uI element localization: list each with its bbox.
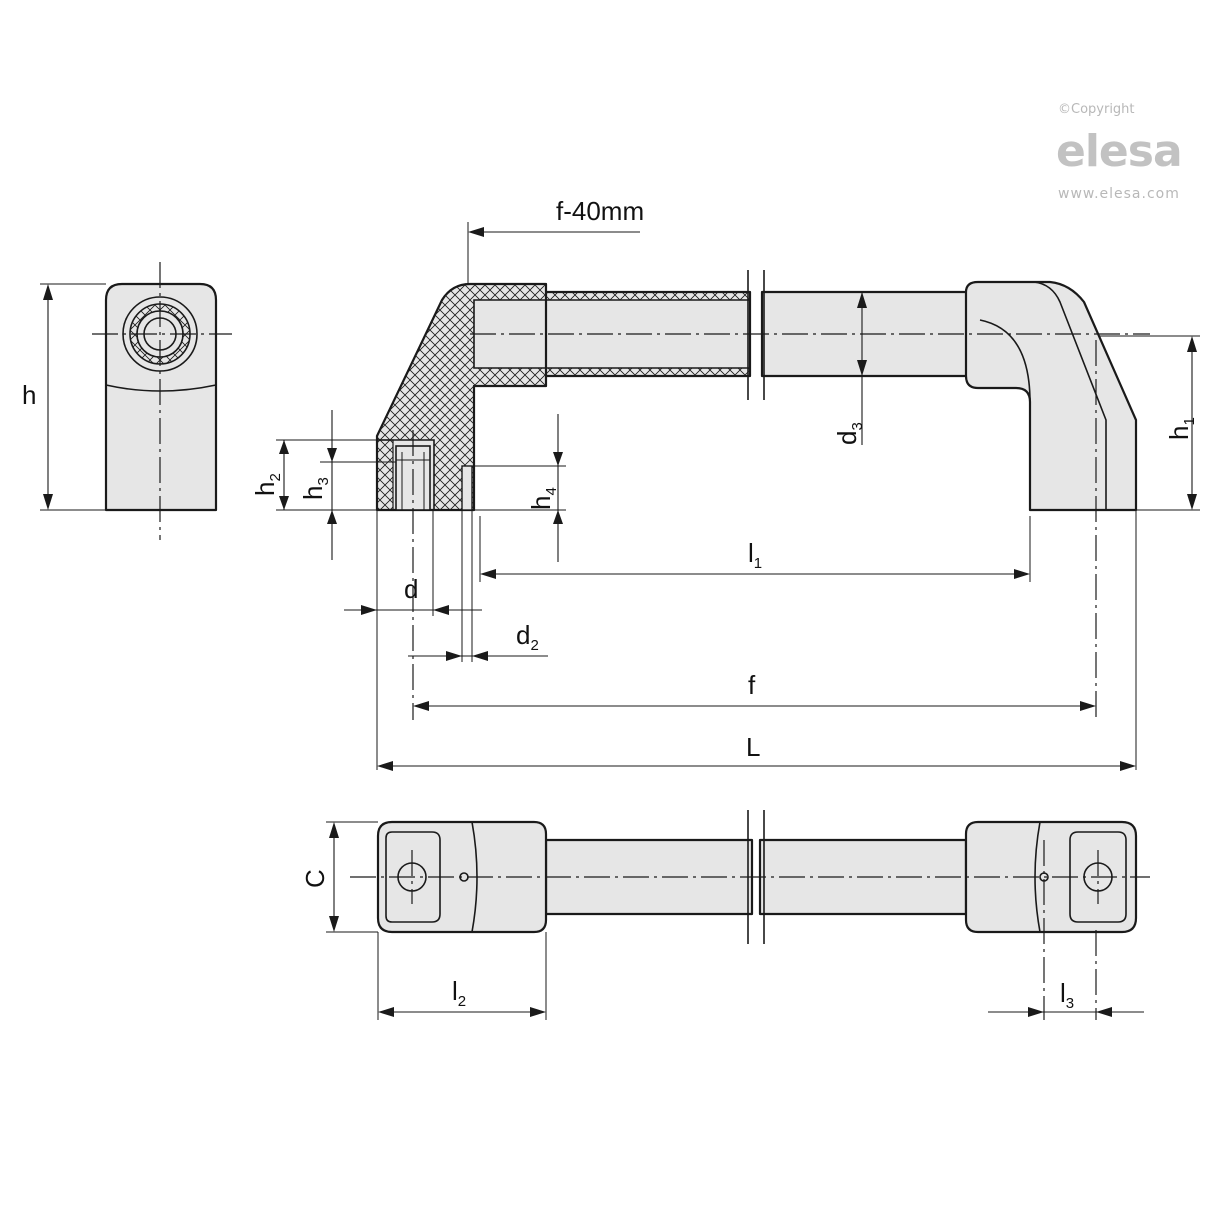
dim-l2: l2 — [377, 932, 547, 1020]
dim-d: d — [344, 510, 482, 770]
label-h1: h — [1164, 426, 1194, 440]
website-url: www.elesa.com — [1058, 186, 1180, 202]
label-h: h — [22, 380, 36, 410]
svg-text:l3: l3 — [1060, 978, 1074, 1012]
copyright-text: ©Copyright — [1058, 102, 1135, 117]
label-C: C — [300, 869, 330, 888]
label-d2: d — [516, 620, 530, 650]
dim-h2-h3: h2 h3 — [250, 410, 396, 560]
front-view — [375, 270, 1150, 720]
top-view — [350, 810, 1150, 1020]
svg-text:l2: l2 — [452, 976, 466, 1010]
dim-d3: d3 — [832, 292, 867, 445]
label-d3: d — [832, 431, 862, 445]
label-h3: h — [298, 486, 328, 500]
dim-f-40mm: f-40mm — [467, 196, 644, 284]
watermark: ©Copyright elesa www.elesa.com — [1056, 102, 1183, 202]
label-l3: l — [1060, 978, 1066, 1008]
dim-h1: h1 — [1100, 335, 1200, 511]
dim-d2: d2 — [408, 510, 548, 662]
svg-text:l1: l1 — [748, 538, 762, 572]
svg-text:d3: d3 — [832, 422, 866, 445]
dim-l3: l3 — [988, 978, 1144, 1017]
end-view — [92, 262, 232, 540]
label-L: L — [746, 732, 760, 762]
label-f-40mm: f-40mm — [556, 196, 644, 226]
dim-h4: h4 — [472, 414, 566, 562]
dim-f: f — [413, 670, 1096, 711]
label-h4: h — [526, 496, 556, 510]
svg-text:d2: d2 — [516, 620, 539, 654]
label-l1: l — [748, 538, 754, 568]
svg-text:h4: h4 — [526, 487, 560, 510]
dim-L: L — [377, 510, 1137, 771]
dim-h: h — [22, 283, 106, 511]
svg-text:h1: h1 — [1164, 417, 1198, 440]
svg-text:h2: h2 — [250, 473, 284, 496]
label-h2: h — [250, 482, 280, 496]
dim-l1: l1 — [479, 516, 1031, 582]
svg-text:h3: h3 — [298, 477, 332, 500]
brand-logo: elesa — [1056, 126, 1182, 177]
dim-C: C — [300, 821, 378, 933]
label-l2: l — [452, 976, 458, 1006]
label-d: d — [404, 574, 418, 604]
label-f: f — [748, 670, 756, 700]
